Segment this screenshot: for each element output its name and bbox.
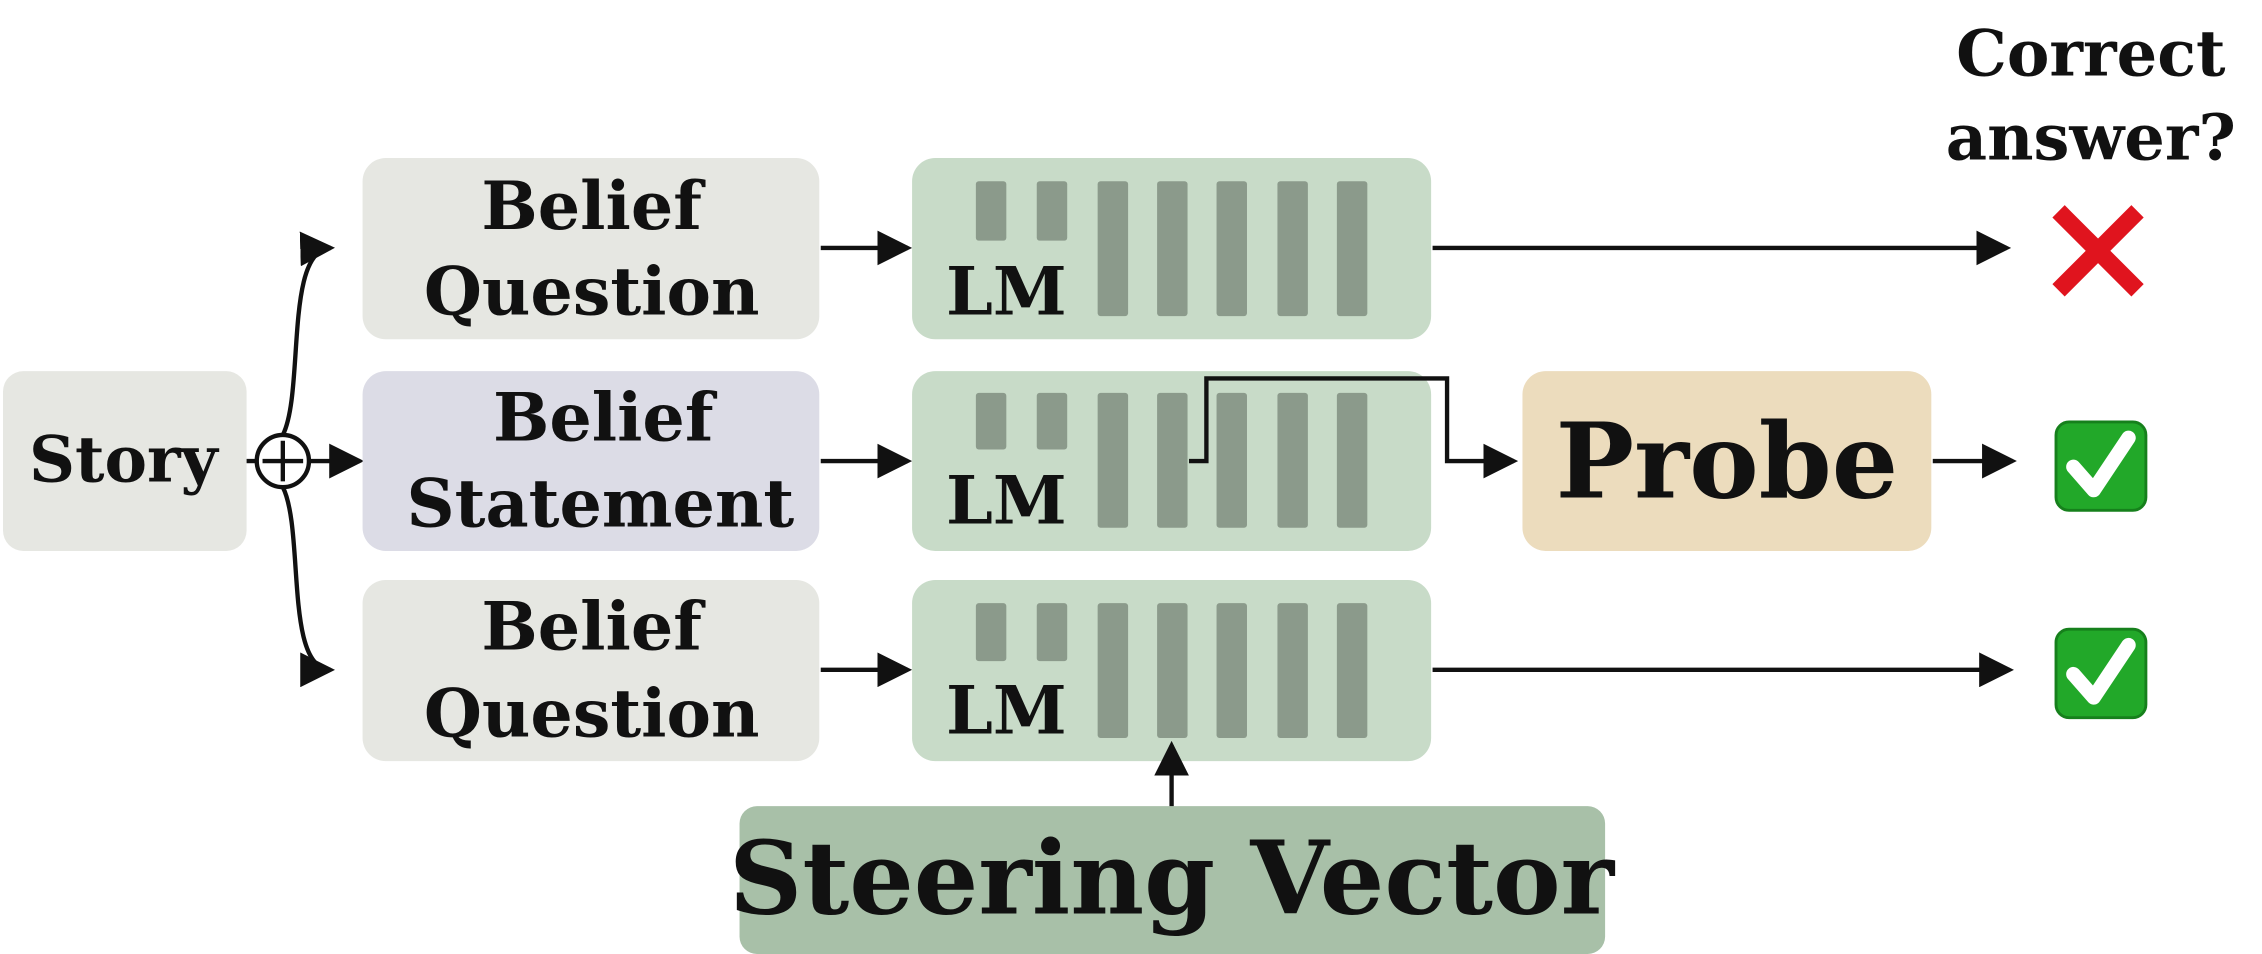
input-box-statement: Belief Statement	[362, 371, 820, 551]
lm-box-bottom: LM	[912, 579, 1432, 762]
input-line1: Belief	[481, 587, 706, 666]
lm-box-top: LM	[912, 158, 1432, 340]
circled-plus-icon	[254, 432, 312, 490]
probe-label: Probe	[1556, 399, 1898, 522]
input-line2: Question	[424, 252, 760, 331]
lm-label: LM	[946, 671, 1067, 750]
header-answer: answer?	[1946, 100, 2236, 175]
lm-layers	[975, 603, 1368, 738]
green-check-icon	[2054, 420, 2148, 512]
green-check-icon	[2054, 627, 2148, 720]
input-box-question-bottom: Belief Question	[362, 579, 820, 762]
input-line2: Question	[424, 674, 760, 753]
input-line2: Statement	[407, 463, 795, 542]
story-branches	[246, 231, 365, 688]
probe-tap-arrow	[1188, 376, 1519, 479]
header-correct: Correct	[1956, 16, 2226, 91]
lm-box-middle: LM	[912, 371, 1432, 551]
lm-layers	[975, 181, 1368, 317]
story-box: Story	[3, 371, 247, 551]
input-line1: Belief	[481, 166, 706, 245]
lm-label: LM	[946, 252, 1067, 331]
story-label: Story	[29, 422, 220, 497]
lm-layers	[975, 392, 1368, 528]
input-line1: Belief	[493, 378, 718, 457]
lm-label: LM	[946, 460, 1067, 539]
steering-vector-box: Steering Vector	[729, 806, 1616, 954]
steering-label: Steering Vector	[729, 818, 1616, 937]
red-cross-icon	[2052, 205, 2144, 297]
input-box-question-top: Belief Question	[362, 158, 820, 340]
input-to-lm-arrows	[820, 230, 913, 688]
probe-box: Probe	[1522, 371, 1932, 551]
